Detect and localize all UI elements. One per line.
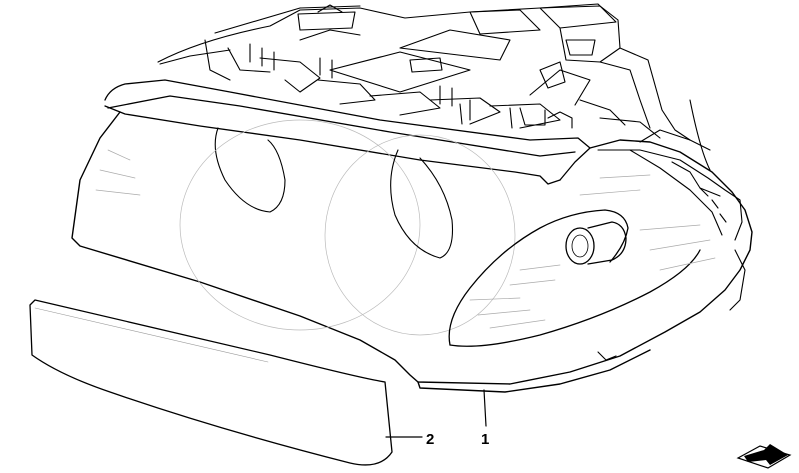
leader-line-1 — [483, 389, 487, 427]
high-beam-reflector — [324, 134, 516, 336]
parts-arrow-icon[interactable] — [736, 444, 792, 469]
low-beam-reflector — [179, 119, 421, 331]
headlight-assembly — [71, 3, 753, 393]
leader-lines — [385, 389, 487, 438]
callout-label-1: 1 — [481, 431, 489, 448]
lens-outline — [71, 111, 753, 393]
side-housing — [597, 99, 746, 361]
rear-housing — [157, 3, 691, 141]
indicator-housing — [448, 209, 701, 347]
lens-hatching — [95, 149, 716, 329]
lens-cover-trim — [29, 299, 393, 466]
callout-label-2: 2 — [426, 431, 434, 448]
bezel-rim — [104, 79, 591, 185]
